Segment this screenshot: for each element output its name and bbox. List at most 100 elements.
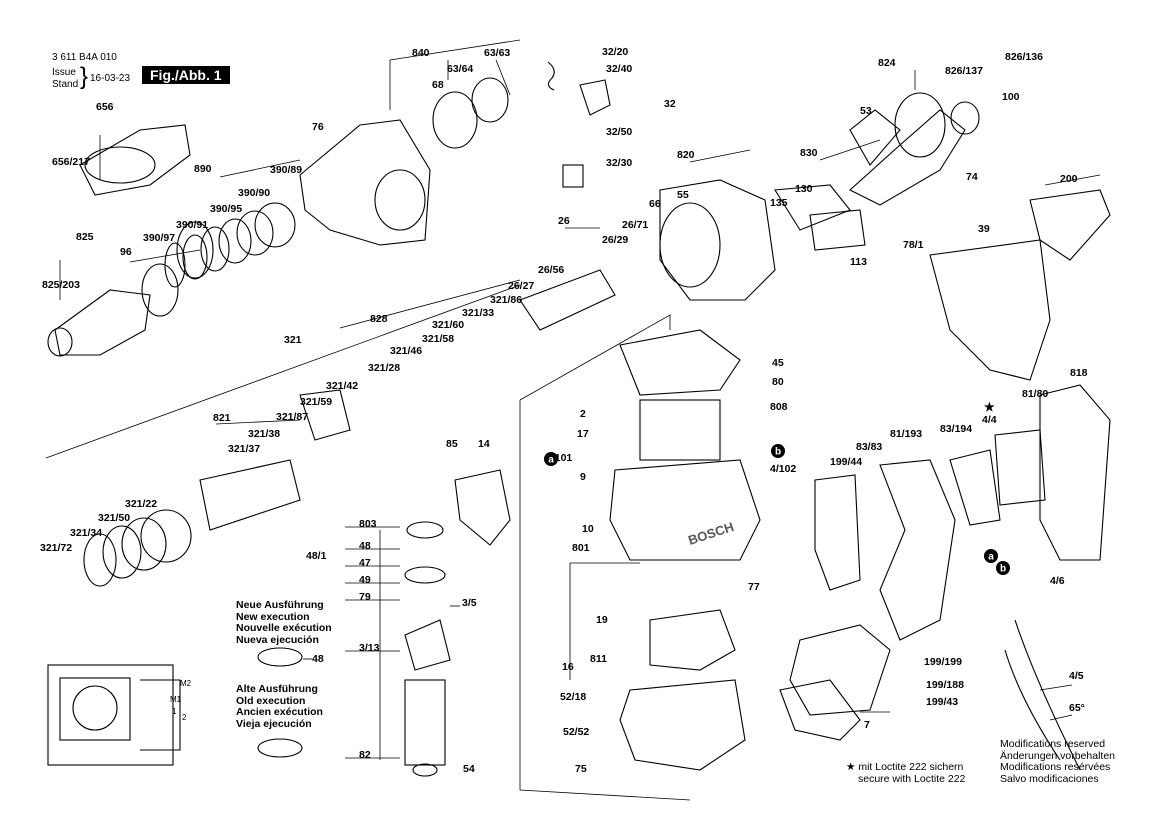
callout-label: 113 bbox=[850, 256, 867, 268]
callout-label: 32/40 bbox=[606, 63, 632, 75]
callout-label: 45 bbox=[772, 357, 784, 369]
callout-label: 828 bbox=[370, 313, 388, 325]
seal-199-44 bbox=[789, 624, 891, 716]
badge-b-left-label: b bbox=[775, 447, 781, 458]
callout-label: 7 bbox=[864, 719, 870, 731]
ring-390-91 bbox=[176, 221, 214, 279]
new-execution-part-label: 48 bbox=[312, 653, 324, 665]
callout-label: 79 bbox=[359, 591, 371, 603]
cover-85 bbox=[454, 469, 511, 546]
leader-line-13 bbox=[339, 279, 521, 329]
cable-4-6 bbox=[1004, 649, 1061, 761]
old-execution-note: Alte Ausführung Old execution Ancien exé… bbox=[236, 683, 323, 730]
wiring-label: M1 bbox=[170, 695, 182, 704]
callout-label: 199/188 bbox=[926, 679, 964, 691]
bearing-826-136 bbox=[950, 101, 980, 135]
new-execution-note: Neue Ausführung New execution Nouvelle e… bbox=[236, 599, 332, 646]
callout-label: 130 bbox=[795, 183, 813, 195]
callout-label: 68 bbox=[432, 79, 444, 91]
hammer-321 bbox=[299, 389, 351, 441]
callout-label: 656 bbox=[96, 101, 114, 113]
chuck-825 bbox=[54, 289, 151, 356]
callout-label: 83/194 bbox=[940, 423, 972, 435]
callout-label: 803 bbox=[359, 518, 377, 530]
callout-label: 26/71 bbox=[622, 219, 648, 231]
callout-label: 321/38 bbox=[248, 428, 280, 440]
boot-200 bbox=[1029, 189, 1111, 261]
badge-a-left-label: a bbox=[548, 455, 554, 466]
callout-label: 32/50 bbox=[606, 126, 632, 138]
badge-b-right-label: b bbox=[1000, 564, 1006, 575]
callout-label: 75 bbox=[575, 763, 587, 775]
callout-label: 199/199 bbox=[924, 656, 962, 668]
callout-label: 32 bbox=[664, 98, 676, 110]
ring-321-0 bbox=[83, 533, 117, 587]
cover-45 bbox=[619, 329, 741, 396]
issue-labels: Issue Stand bbox=[52, 67, 92, 91]
bearing-63-64 bbox=[471, 77, 509, 123]
callout-label: 321/86 bbox=[490, 294, 522, 306]
part-shapes bbox=[47, 61, 1111, 777]
leader-line-5 bbox=[129, 249, 201, 263]
callout-label: 3/13 bbox=[359, 642, 380, 654]
cable-4-5 bbox=[1014, 619, 1081, 771]
callout-label: 16 bbox=[562, 661, 574, 673]
callout-label: 321/46 bbox=[390, 345, 422, 357]
callout-label: 66 bbox=[649, 198, 661, 210]
switch-4-4 bbox=[994, 429, 1046, 506]
clutch-113 bbox=[809, 209, 866, 251]
loctite-star-icon: ★ bbox=[984, 400, 995, 414]
leader-line-15 bbox=[215, 419, 301, 425]
callout-label: 321/58 bbox=[422, 333, 454, 345]
new-execution-de: Neue Ausführung bbox=[236, 599, 324, 611]
new-execution-bearing bbox=[257, 647, 303, 667]
modifications-fr: Modifications resérvées bbox=[1000, 761, 1111, 773]
new-execution-fr: Nouvelle exécution bbox=[236, 622, 332, 634]
tool-holder-321-22 bbox=[199, 459, 301, 531]
callout-label: 321/28 bbox=[368, 362, 400, 374]
callout-label: 80 bbox=[772, 376, 784, 388]
callout-label: 81/193 bbox=[890, 428, 922, 440]
callout-label: 65° bbox=[1069, 702, 1085, 714]
callout-label: 52/18 bbox=[560, 691, 586, 703]
badge-a-left-circle bbox=[544, 452, 558, 466]
callout-label: 76 bbox=[312, 121, 324, 133]
leader-line-16 bbox=[519, 314, 671, 401]
callout-label: 656/217 bbox=[52, 156, 90, 168]
callout-label: 63/63 bbox=[484, 47, 510, 59]
callout-label: 74 bbox=[966, 171, 978, 183]
wiring-schematic-frame bbox=[47, 664, 174, 766]
callout-label: 321/87 bbox=[276, 411, 308, 423]
callout-label: 83/83 bbox=[856, 441, 882, 453]
callout-label: 47 bbox=[359, 557, 371, 569]
callout-label: 821 bbox=[213, 412, 231, 424]
wiring-schematic-stator bbox=[59, 677, 131, 741]
old-execution-fr: Ancien exécution bbox=[236, 706, 323, 718]
loctite-note: ★ mit Loctite 222 sichern secure with Lo… bbox=[846, 761, 965, 785]
wiring-label: 2 bbox=[182, 713, 187, 722]
callout-label: 390/95 bbox=[210, 203, 242, 215]
callout-label: 390/89 bbox=[270, 164, 302, 176]
loctite-de: mit Loctite 222 sichern bbox=[858, 761, 964, 773]
leader-line-18 bbox=[519, 789, 691, 801]
callout-label: 830 bbox=[800, 147, 818, 159]
gear-housing-840 bbox=[299, 119, 431, 246]
callout-label: 100 bbox=[1002, 91, 1020, 103]
callout-label: 811 bbox=[590, 653, 607, 665]
leader-line-31 bbox=[1049, 714, 1073, 721]
leader-line-30 bbox=[1039, 684, 1073, 691]
callout-label: 85 bbox=[446, 438, 458, 450]
old-execution-bearing bbox=[257, 738, 303, 758]
spring-ring-5 bbox=[254, 202, 296, 248]
spring-53 bbox=[849, 109, 901, 166]
callout-label: 2 bbox=[580, 408, 586, 420]
callout-label: 26/56 bbox=[538, 264, 564, 276]
callout-label: 32/20 bbox=[602, 46, 628, 58]
old-execution-es: Vieja ejecución bbox=[236, 717, 312, 730]
part-number: 3 611 B4A 010 bbox=[52, 52, 117, 63]
callout-label: 321/42 bbox=[326, 380, 358, 392]
callout-label: 321/50 bbox=[98, 512, 130, 524]
ring-96 bbox=[141, 263, 179, 317]
